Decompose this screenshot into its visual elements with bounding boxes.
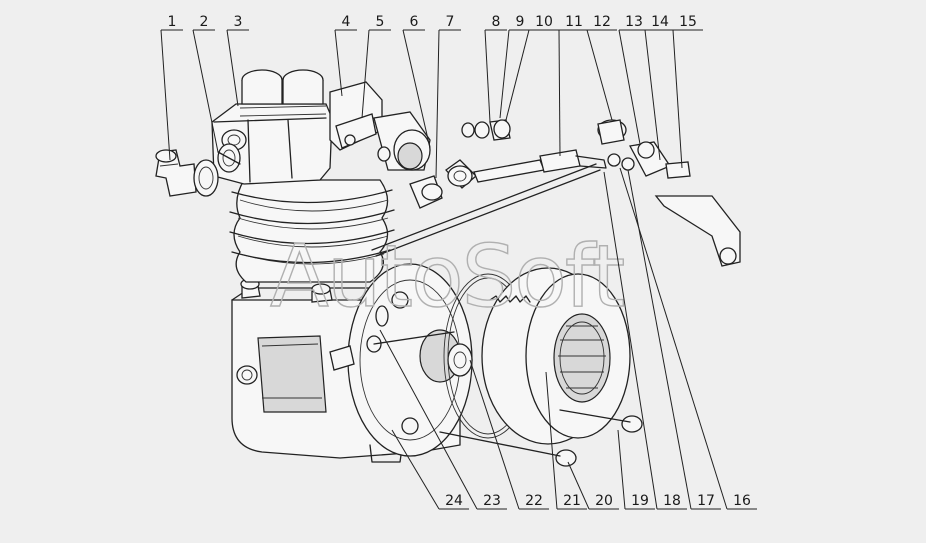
callout-label: 23 [483,493,501,509]
callout-leader [545,371,558,510]
callout-leader [435,29,440,179]
bolt-with-washers [461,119,511,141]
callout-label: 22 [525,493,543,509]
callout-label: 16 [733,493,751,509]
callout-label: 18 [663,493,681,509]
callout-label: 1 [168,14,177,30]
callout-15: 15 [672,14,703,169]
unloader-valve [329,81,443,209]
callout-19: 19 [617,429,655,510]
callout-label: 14 [651,14,669,30]
callout-label: 4 [342,14,351,30]
callout-leader [226,29,239,107]
union-nut [217,143,241,173]
callout-8: 8 [484,14,507,123]
callout-leader [192,29,219,153]
drive-gear [439,267,643,467]
inlet-elbow-fitting [155,149,219,197]
callout-leader [627,169,692,510]
callout-label: 17 [697,493,715,509]
callout-label: 5 [376,14,385,30]
compressor-assembly [155,69,741,467]
callout-leader [644,29,661,161]
callout-label: 3 [234,14,243,30]
callout-leader [391,429,440,510]
callout-label: 2 [200,14,209,30]
callout-12: 12 [586,14,617,121]
callout-2: 2 [192,14,219,153]
callout-3: 3 [226,14,249,107]
callout-7: 7 [435,14,461,179]
callout-label: 13 [625,14,643,30]
callout-label: 21 [563,493,581,509]
callout-label: 19 [631,493,649,509]
callout-20: 20 [567,461,619,510]
callout-leader [586,29,613,121]
callout-label: 15 [679,14,697,30]
cylinder-head [211,69,333,185]
callout-leader [617,429,626,510]
callout-18: 18 [603,171,687,510]
callout-24: 24 [391,429,469,510]
callout-leader [567,461,590,510]
callout-11: 11 [558,14,589,157]
callout-leader [603,171,658,510]
callout-label: 11 [565,14,583,30]
callout-label: 9 [516,14,525,30]
cylinder-block [229,179,395,283]
control-rod [371,149,607,257]
callout-14: 14 [644,14,675,161]
callout-9: 9 [499,14,531,119]
callout-22: 22 [469,359,549,510]
callout-10: 10 [505,14,559,121]
callout-leader [334,29,343,97]
callout-leader [402,29,431,149]
watermark: AutoSoft [270,227,624,327]
callout-leader [379,329,478,510]
callout-leader [672,29,683,169]
callout-6: 6 [402,14,431,149]
callout-label: 8 [492,14,501,30]
callout-23: 23 [379,329,507,510]
callout-leader [499,29,510,119]
callout-leader [469,359,520,510]
callout-4: 4 [334,14,357,97]
callout-1: 1 [160,14,183,161]
callout-label: 10 [535,14,553,30]
studs [329,305,455,371]
callout-13: 13 [618,14,649,145]
callout-17: 17 [627,169,721,510]
callout-leader [484,29,491,123]
callout-label: 24 [445,493,463,509]
callout-leader [618,29,641,145]
callout-label: 20 [595,493,613,509]
callout-21: 21 [545,371,587,510]
callout-leader [558,29,561,157]
callout-label: 6 [410,14,419,30]
callout-label: 7 [446,14,455,30]
callout-leader [160,29,171,161]
callout-5: 5 [361,14,391,119]
callout-leader [361,29,370,119]
callout-leader [505,29,530,121]
lever-bracket [597,119,741,267]
callout-label: 12 [593,14,611,30]
